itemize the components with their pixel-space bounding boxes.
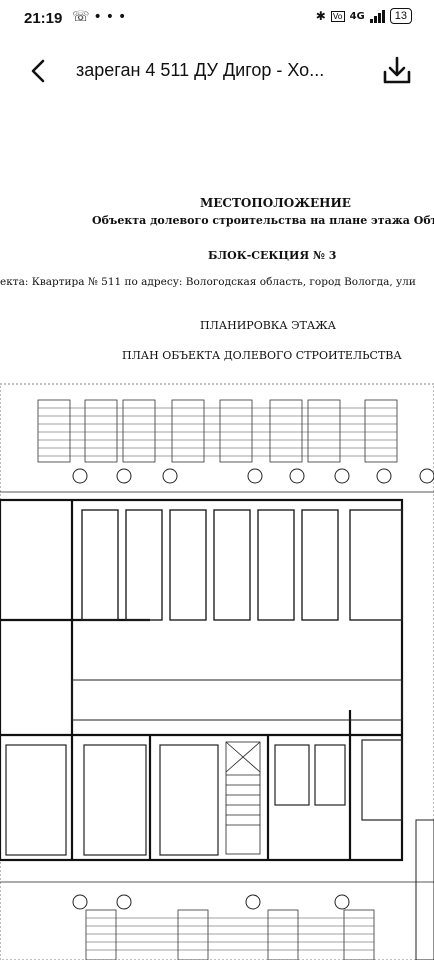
bottom-data-tables <box>85 909 375 960</box>
corridor <box>71 679 403 721</box>
doc-block-section: БЛОК-СЕКЦИЯ № 3 <box>208 249 337 262</box>
status-time: 21:19 <box>24 10 63 27</box>
status-bar: 21:19 ☏••• ✱ Vo 4G 13 <box>0 0 434 38</box>
doc-subheading: Объекта долевого строительства на плане … <box>92 214 434 227</box>
app-bar: зареган 4 511 ДУ Дигор - Хо... <box>0 38 434 104</box>
status-right: ✱ Vo 4G 13 <box>316 8 412 24</box>
doc-floor-plan-title: ПЛАНИРОВКА ЭТАЖА <box>200 319 336 332</box>
doc-heading: МЕСТОПОЛОЖЕНИЕ <box>200 196 351 210</box>
vowifi-icon: Vo <box>330 10 345 22</box>
doc-object-plan-title: ПЛАН ОБЪЕКТА ДОЛЕВОГО СТРОИТЕЛЬСТВА <box>122 349 402 362</box>
stairwell <box>225 741 261 855</box>
battery-icon: 13 <box>389 8 412 24</box>
doc-address-line: екта: Квартира № 511 по адресу: Вологодс… <box>0 276 416 288</box>
floor-plan-drawing <box>0 383 434 960</box>
back-arrow-icon[interactable] <box>24 56 54 86</box>
title-block <box>415 819 434 960</box>
axis-markers <box>72 468 434 910</box>
network-type: 4G <box>349 10 365 22</box>
bluetooth-icon: ✱ <box>315 9 326 23</box>
document-title: зареган 4 511 ДУ Дигор - Хо... <box>76 60 325 80</box>
rooms-lower <box>5 739 403 856</box>
status-left-icons: ☏••• <box>72 9 130 25</box>
studio-cells <box>81 509 403 621</box>
top-data-tables <box>37 399 398 463</box>
call-forward-icon: ☏ <box>72 9 94 25</box>
document-page[interactable]: МЕСТОПОЛОЖЕНИЕ Объекта долевого строител… <box>0 104 434 960</box>
battery-level: 13 <box>394 10 407 22</box>
download-icon[interactable] <box>380 54 414 88</box>
signal-icon <box>369 9 385 23</box>
dots-icon: ••• <box>93 9 131 25</box>
